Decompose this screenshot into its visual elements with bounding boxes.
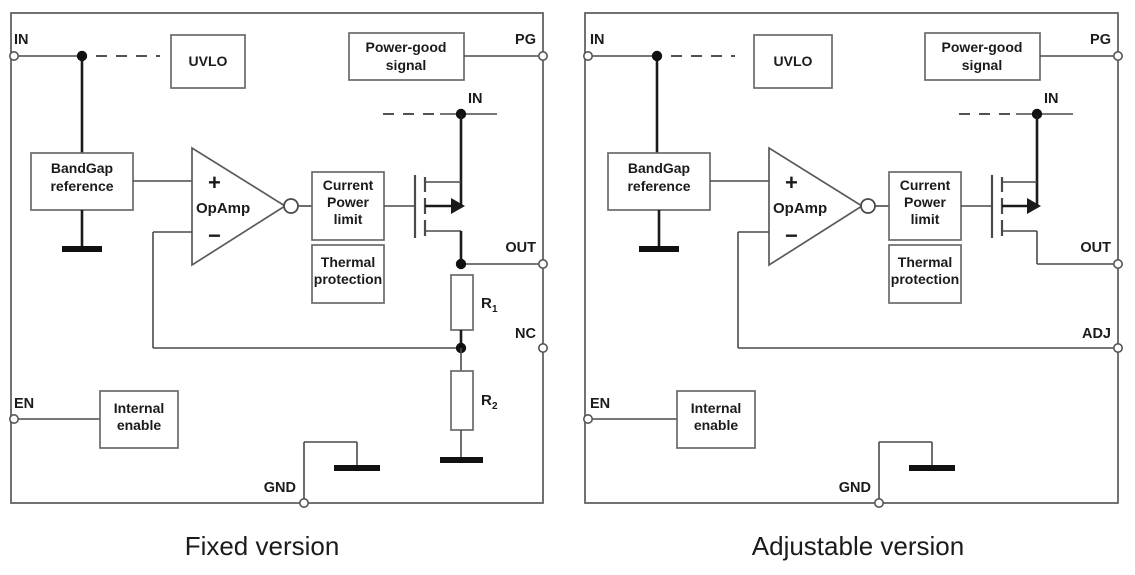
adjustable-pin-gnd-label: GND	[839, 480, 871, 496]
adjustable-block-enable-line2: enable	[694, 417, 739, 433]
adjustable-block-enable-line1: Internal	[691, 400, 742, 416]
fixed-block-power-good-line2: signal	[386, 57, 426, 73]
fixed-resistor-r2-sub: 2	[492, 401, 498, 412]
adjustable-pin-pg-label: PG	[1090, 32, 1111, 48]
adjustable-block-internal-enable[interactable]	[676, 390, 756, 449]
fixed-opamp-output-bubble	[283, 198, 299, 214]
fixed-pin-out[interactable]	[537, 258, 548, 269]
fixed-opamp-plus: +	[208, 170, 221, 195]
adjustable-block-power-good-line2: signal	[962, 57, 1002, 73]
adjustable-pin-in[interactable]	[582, 50, 593, 61]
adjustable-pin-en-label: EN	[590, 396, 610, 412]
fixed-block-enable-line2: enable	[117, 417, 162, 433]
adjustable-in-junction-dot	[651, 50, 663, 62]
adjustable-fet-bulk-arrow-head	[1027, 198, 1041, 214]
fixed-block-bandgap-line1: BandGap	[51, 160, 113, 176]
fixed-pin-en[interactable]	[9, 413, 19, 424]
fixed-block-thermal-line1: Thermal	[321, 254, 375, 270]
adjustable-pin-out[interactable]	[1113, 258, 1124, 269]
fixed-pin-gnd-label: GND	[264, 480, 296, 496]
adjustable-block-cpl-line3: limit	[911, 211, 940, 227]
fixed-resistor-r1-label: R	[481, 295, 492, 312]
adjustable-opamp-minus: −	[785, 223, 798, 248]
fixed-internal-in-label: IN	[468, 91, 483, 107]
fixed-block-bandgap-line2: reference	[50, 178, 113, 194]
fixed-block-cpl-line3: limit	[334, 211, 363, 227]
adjustable-block-current-power-limit[interactable]	[888, 171, 962, 241]
fixed-block-power-good-line1: Power-good	[366, 39, 447, 55]
adjustable-pin-out-label: OUT	[1080, 240, 1111, 256]
fixed-fet-bulk-arrow-head	[451, 198, 465, 214]
fixed-opamp-label: OpAmp	[196, 200, 250, 217]
fixed-block-enable-line1: Internal	[114, 400, 165, 416]
fixed-chip-boundary	[10, 12, 544, 504]
fixed-pin-pg[interactable]	[537, 50, 548, 61]
fixed-version-caption: Fixed version	[185, 531, 340, 561]
fixed-in-junction-dot	[76, 50, 88, 62]
adjustable-opamp-label: OpAmp	[773, 200, 827, 217]
adjustable-block-cpl-line1: Current	[900, 177, 951, 193]
fixed-block-uvlo-label: UVLO	[189, 53, 228, 69]
fixed-pin-pg-label: PG	[515, 32, 536, 48]
adjustable-version-caption: Adjustable version	[752, 531, 964, 561]
fixed-pin-in[interactable]	[9, 50, 19, 61]
adjustable-opamp-plus: +	[785, 170, 798, 195]
adjustable-pin-pg[interactable]	[1113, 50, 1124, 61]
fixed-block-power-good[interactable]	[348, 32, 465, 81]
fixed-pin-en-label: EN	[14, 396, 34, 412]
adjustable-pin-adj-label: ADJ	[1082, 326, 1111, 342]
fixed-resistor-r2[interactable]	[450, 370, 474, 431]
fixed-block-uvlo[interactable]	[170, 34, 246, 89]
fixed-block-thermal-protection[interactable]	[311, 244, 385, 304]
adjustable-block-power-good-line1: Power-good	[942, 39, 1023, 55]
fixed-block-cpl-line2: Power	[327, 194, 370, 210]
adjustable-pin-gnd[interactable]	[873, 497, 884, 508]
adjustable-block-uvlo[interactable]	[753, 34, 833, 89]
fixed-pin-in-label: IN	[14, 32, 29, 48]
adjustable-block-bandgap-line1: BandGap	[628, 160, 690, 176]
fixed-pin-nc[interactable]	[537, 342, 548, 353]
fixed-resistor-r1-sub: 1	[492, 304, 498, 315]
fixed-out-junction-dot	[455, 258, 467, 270]
fixed-block-internal-enable[interactable]	[99, 390, 179, 449]
fixed-resistor-r2-label: R	[481, 392, 492, 409]
adjustable-internal-in-label: IN	[1044, 91, 1059, 107]
fixed-block-cpl-line1: Current	[323, 177, 374, 193]
adjustable-block-power-good[interactable]	[924, 32, 1041, 81]
adjustable-opamp-body[interactable]	[768, 146, 864, 267]
fixed-resistor-r1[interactable]	[450, 274, 474, 331]
adjustable-block-thermal-protection[interactable]	[888, 244, 962, 304]
adjustable-block-uvlo-label: UVLO	[774, 53, 813, 69]
fixed-pin-gnd[interactable]	[298, 497, 309, 508]
adjustable-block-thermal-line2: protection	[891, 271, 959, 287]
fixed-opamp-body[interactable]	[191, 146, 287, 267]
adjustable-block-cpl-line2: Power	[904, 194, 947, 210]
adjustable-pin-adj[interactable]	[1113, 342, 1124, 353]
fixed-pin-out-label: OUT	[505, 240, 536, 256]
adjustable-pin-in-label: IN	[590, 32, 605, 48]
adjustable-chip-boundary	[584, 12, 1119, 504]
adjustable-opamp-output-bubble	[860, 198, 876, 214]
fixed-pin-nc-label: NC	[515, 326, 536, 342]
fixed-block-thermal-line2: protection	[314, 271, 382, 287]
adjustable-block-bandgap[interactable]	[607, 152, 711, 211]
adjustable-block-bandgap-line2: reference	[627, 178, 690, 194]
adjustable-block-thermal-line1: Thermal	[898, 254, 952, 270]
fixed-opamp-minus: −	[208, 223, 221, 248]
adjustable-pin-en[interactable]	[582, 413, 593, 424]
